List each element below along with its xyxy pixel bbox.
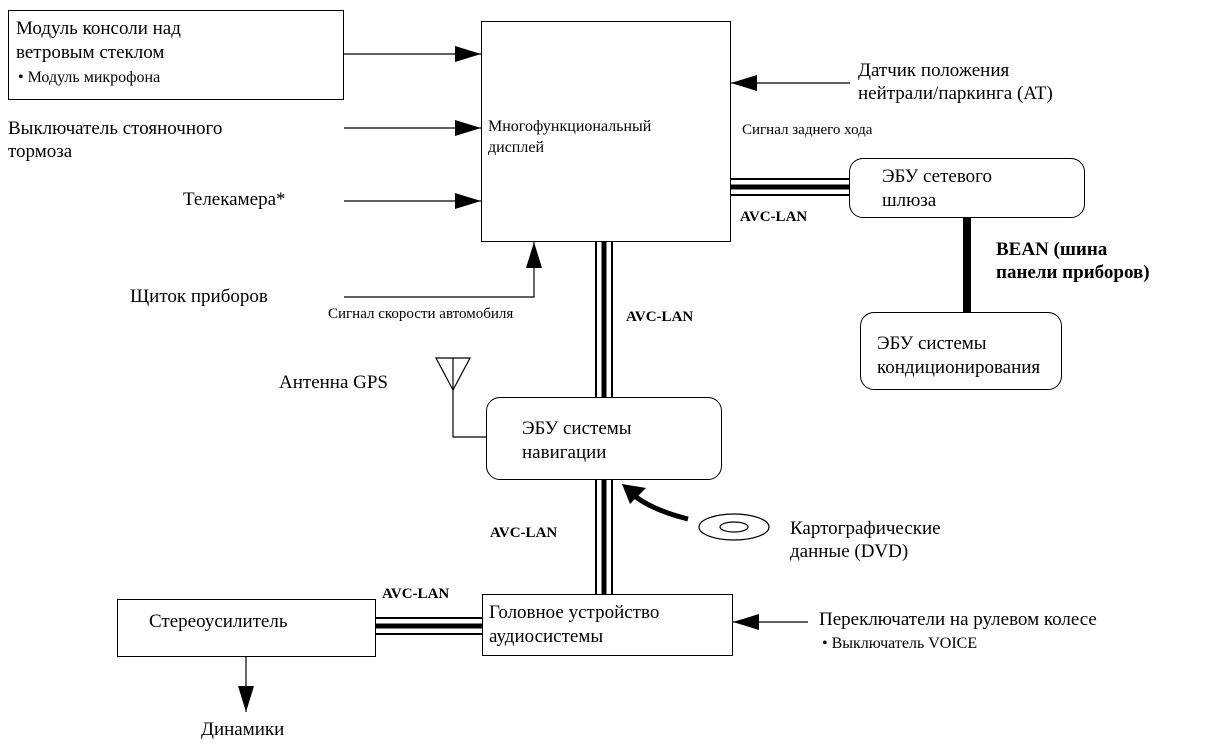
bean-label-2: панели приборов) <box>996 262 1150 283</box>
overhead-module-title-2: ветровым стеклом <box>16 42 165 63</box>
display-label-2: дисплей <box>488 139 545 156</box>
gps-antenna-symbol <box>435 357 488 438</box>
parking-brake-label-1: Выключатель стояночного <box>8 118 223 139</box>
amplifier-label: Стереоусилитель <box>149 611 288 632</box>
avc-lan-display-nav <box>595 242 613 397</box>
steering-switches-label: Переключатели на рулевом колесе <box>819 609 1097 630</box>
ac-ecu-label-1: ЭБУ системы <box>877 333 987 354</box>
ac-ecu-label-2: кондиционирования <box>877 357 1041 378</box>
overhead-module-box <box>8 10 344 100</box>
avc-lan-label-gateway: AVC-LAN <box>740 209 808 225</box>
amplifier-box <box>117 599 376 657</box>
nav-ecu-box <box>486 397 722 480</box>
speakers-label: Динамики <box>201 719 285 740</box>
bean-label-1: BEAN (шина <box>996 239 1108 260</box>
gps-antenna-label: Антенна GPS <box>279 372 388 393</box>
avc-lan-nav-head <box>595 480 613 594</box>
map-data-arrow <box>628 490 689 522</box>
avc-lan-label-amp: AVC-LAN <box>382 586 450 602</box>
overhead-module-bullet: • Модуль микрофона <box>18 69 161 86</box>
map-data-label-1: Картографические <box>790 518 941 539</box>
camera-label: Телекамера* <box>183 189 286 210</box>
display-label-1: Многофункциональный <box>488 118 652 135</box>
avc-lan-label-vertical: AVC-LAN <box>626 309 694 325</box>
gateway-ecu-label-2: шлюза <box>882 190 937 211</box>
head-unit-box <box>482 594 733 656</box>
overhead-module-title-1: Модуль консоли над <box>16 18 181 39</box>
reverse-signal-label: Сигнал заднего хода <box>742 122 873 138</box>
avc-lan-head-amp <box>376 617 482 635</box>
nav-ecu-label-1: ЭБУ системы <box>522 418 632 439</box>
gateway-ecu-label-1: ЭБУ сетевого <box>882 166 992 187</box>
parking-brake-label-2: тормоза <box>8 141 73 162</box>
nav-ecu-label-2: навигации <box>522 442 607 463</box>
combination-meter-label: Щиток приборов <box>130 286 268 307</box>
display-box <box>481 21 731 242</box>
neutral-switch-label-1: Датчик положения <box>858 60 1010 81</box>
avc-lan-display-gateway <box>731 178 849 196</box>
speed-signal-label: Сигнал скорости автомобиля <box>328 306 514 322</box>
map-data-label-2: данные (DVD) <box>790 541 909 562</box>
head-unit-label-1: Головное устройство <box>489 602 660 623</box>
avc-lan-label-lower: AVC-LAN <box>490 525 558 541</box>
dvd-disc-icon <box>698 513 770 541</box>
gateway-ecu-box <box>849 158 1085 218</box>
head-unit-label-2: аудиосистемы <box>489 626 604 647</box>
ac-ecu-box <box>860 312 1062 390</box>
steering-switches-bullet: • Выключатель VOICE <box>822 635 978 652</box>
arrow-meter-to-display <box>344 242 535 298</box>
neutral-switch-label-2: нейтрали/паркинга (AT) <box>858 83 1053 104</box>
